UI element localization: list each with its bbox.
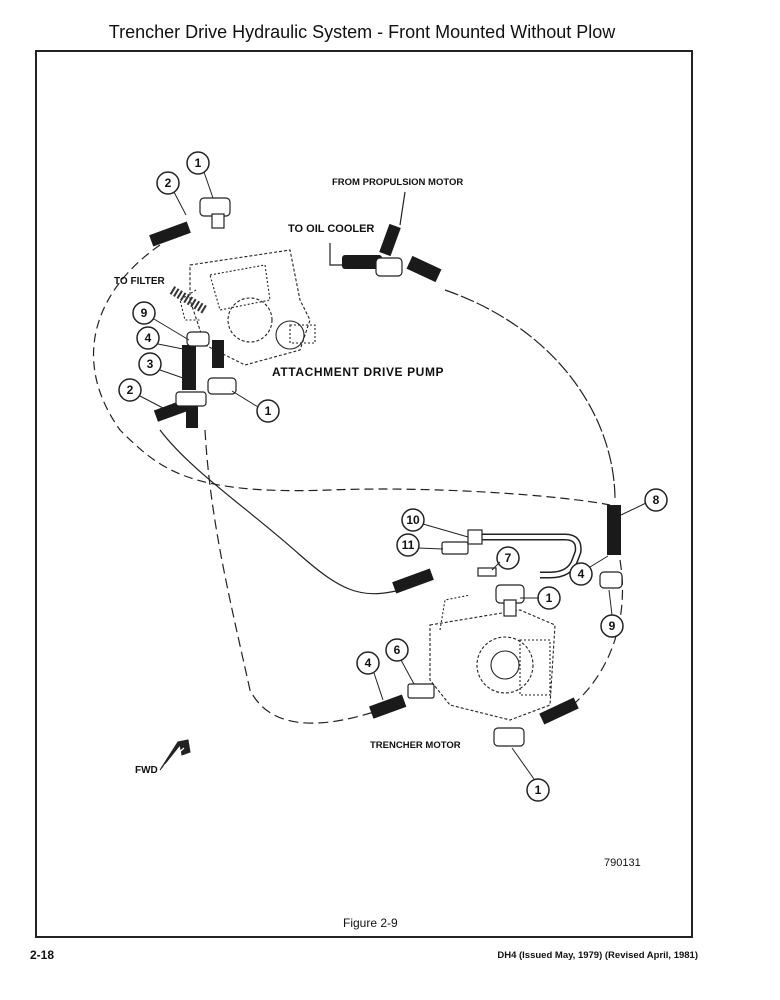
propulsion-leader — [399, 191, 406, 226]
elbow-motor-bottom — [493, 727, 525, 747]
callout-number: 1 — [195, 156, 202, 170]
callout-number: 6 — [394, 643, 401, 657]
callout-circle — [526, 778, 550, 802]
callout-circle — [138, 352, 162, 376]
callout-number: 4 — [145, 331, 152, 345]
hose-ends — [149, 221, 621, 725]
label-from-propulsion-motor: FROM PROPULSION MOTOR — [332, 177, 463, 188]
nut-10 — [467, 529, 483, 545]
elbow-9-right — [599, 571, 623, 589]
callout-number: 4 — [365, 656, 372, 670]
callout-number: 9 — [141, 306, 148, 320]
callout-number: 2 — [165, 176, 172, 190]
hose-end-11 — [392, 568, 434, 594]
callout-circle — [401, 508, 425, 532]
hose-end-motor-right — [539, 697, 579, 725]
footer-note: DH4 (Issued May, 1979) (Revised April, 1… — [497, 950, 698, 961]
callout-number: 3 — [147, 357, 154, 371]
label-fwd: FWD — [135, 765, 158, 776]
hose-end-4-motor — [369, 694, 407, 719]
callout-number: 2 — [127, 383, 134, 397]
callout-number: 1 — [535, 783, 542, 797]
callout-circle — [356, 651, 380, 675]
label-attachment-drive-pump: ATTACHMENT DRIVE PUMP — [272, 365, 444, 379]
elbow-9 — [186, 331, 210, 347]
hose-line-cooler — [444, 289, 616, 501]
hose-end-lower-pump — [186, 400, 198, 428]
adapter-11 — [441, 541, 469, 555]
label-to-filter: TO FILTER — [114, 276, 166, 287]
callout-number: 7 — [505, 551, 512, 565]
hose-end-3 — [182, 345, 196, 390]
hose-end-pump-top — [212, 340, 224, 368]
callout-number: 9 — [609, 619, 616, 633]
callout-circle — [136, 326, 160, 350]
callout-circle — [644, 488, 668, 512]
callout-circle — [569, 562, 593, 586]
callout-circle — [186, 151, 210, 175]
adapter-6 — [407, 683, 435, 699]
figure-frame — [35, 50, 693, 938]
callout-circle — [118, 378, 142, 402]
figure-caption: Figure 2-9 — [343, 916, 398, 930]
callout-circle — [132, 301, 156, 325]
elbow-top — [199, 197, 231, 217]
hose-end-8 — [607, 505, 621, 555]
label-to-oil-cooler: TO OIL COOLER — [288, 223, 374, 235]
elbow-pump-lower — [207, 377, 237, 395]
hose-end-upper-left — [149, 221, 191, 247]
callout-circle — [385, 638, 409, 662]
hose-line-pump-motor — [159, 429, 401, 595]
page-title: Trencher Drive Hydraulic System - Front … — [108, 22, 616, 42]
cooler-leader — [329, 243, 345, 266]
callout-circle — [156, 171, 180, 195]
tee-cooler — [375, 257, 403, 277]
trencher-motor — [429, 594, 556, 721]
callout-number: 11 — [402, 538, 415, 552]
hose-line-lower-left — [204, 429, 381, 724]
callout-number: 1 — [546, 591, 553, 605]
fittings — [175, 197, 623, 747]
callout-number: 4 — [578, 567, 585, 581]
bolt-7 — [477, 567, 497, 577]
hose-line-left-loop — [92, 244, 611, 506]
callout-circle — [396, 533, 420, 557]
fwd-arrow-icon — [159, 739, 191, 771]
hose-end-propulsion — [379, 223, 401, 257]
tee-lower — [175, 391, 207, 407]
page-number: 2-18 — [30, 948, 55, 962]
drawing-number: 790131 — [604, 857, 641, 869]
callout-number: 8 — [653, 493, 660, 507]
hose-end-cooler-left — [342, 255, 382, 269]
label-trencher-motor: TRENCHER MOTOR — [370, 740, 461, 751]
callout-number: 10 — [406, 513, 420, 527]
callout-number: 1 — [265, 404, 272, 418]
to-filter-hose — [169, 286, 208, 314]
callout-circle — [256, 399, 280, 423]
callout-circle — [496, 546, 520, 570]
hose-end-cooler-right — [406, 255, 442, 283]
